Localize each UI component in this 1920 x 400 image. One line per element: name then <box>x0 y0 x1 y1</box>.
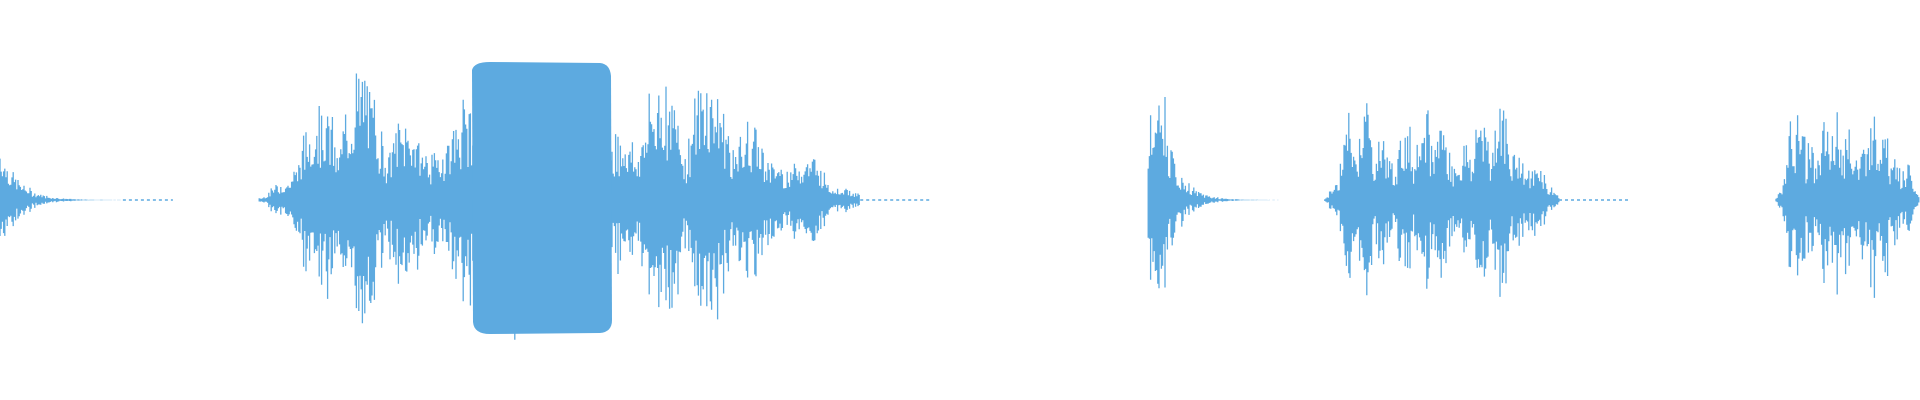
waveform-samples <box>1147 97 1279 289</box>
waveform-samples <box>0 158 121 236</box>
waveform-segment <box>0 158 173 236</box>
waveform-segment <box>1775 112 1920 298</box>
waveform-samples <box>1324 103 1560 297</box>
waveform-segment <box>1324 103 1629 297</box>
waveform-segment <box>1147 97 1279 289</box>
waveform-sustained-block <box>472 62 612 334</box>
waveform-samples <box>1775 112 1920 298</box>
